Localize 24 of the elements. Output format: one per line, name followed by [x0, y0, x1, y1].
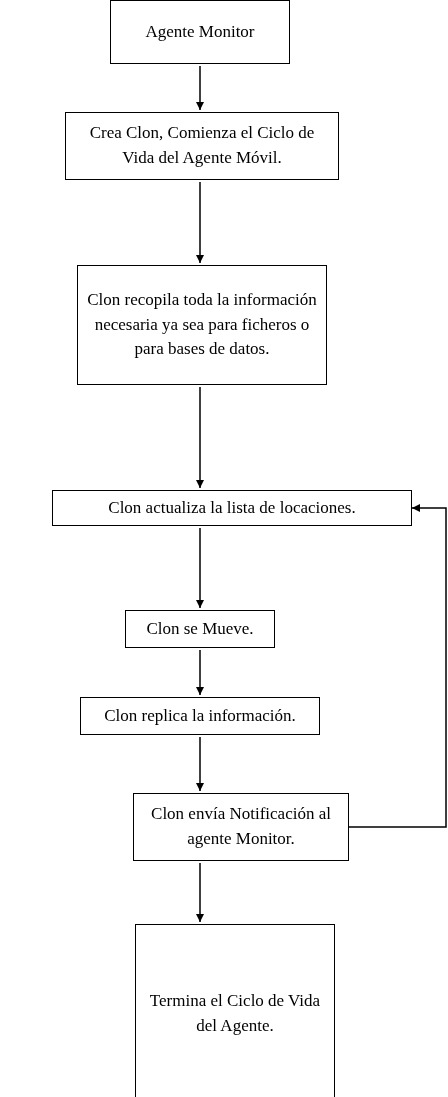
arrow: [348, 504, 447, 828]
arrow: [196, 862, 204, 923]
box-text: Clon actualiza la lista de locaciones.: [108, 496, 356, 519]
arrow: [196, 386, 204, 489]
process-box: [125, 610, 275, 648]
arrow: [196, 527, 204, 609]
box-text: Agente Monitor: [145, 20, 255, 43]
arrow: [196, 736, 204, 792]
process-box: [80, 697, 320, 735]
box-text: Termina el Ciclo de Vida del Agente.: [148, 990, 322, 1037]
arrow: [196, 649, 204, 696]
process-box: [65, 112, 339, 180]
process-box: [133, 793, 349, 861]
arrow: [196, 65, 204, 111]
process-box: [77, 265, 327, 385]
process-box: [52, 490, 412, 526]
process-box: [110, 0, 290, 64]
box-text: Clon se Mueve.: [146, 617, 254, 640]
process-box: [135, 924, 335, 1097]
arrow: [196, 181, 204, 264]
box-text: Clon replica la información.: [104, 704, 296, 727]
box-text: Crea Clon, Comienza el Ciclo de Vida del Agente Móvil.: [88, 122, 316, 169]
box-text: Clon recopila toda la información necesaria ya sea para ficheros o para bases de datos.: [86, 289, 318, 361]
box-text: Clon envía Notificación al agente Monitor.: [150, 803, 332, 850]
